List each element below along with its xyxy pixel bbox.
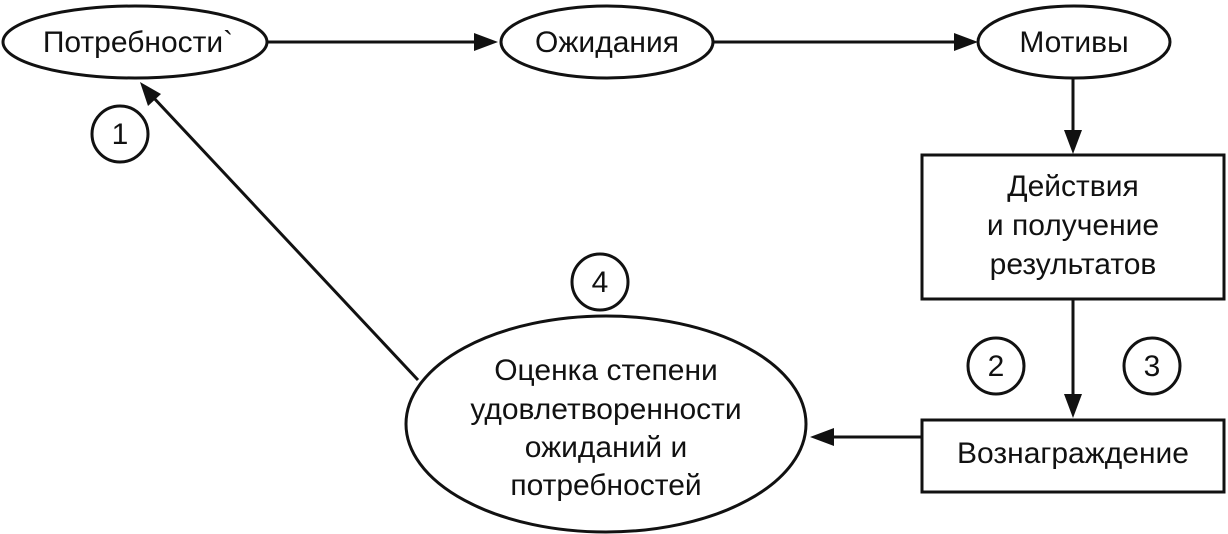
node-actions-shape [920, 153, 1226, 301]
node-evaluation-line-2: удовлетворенности [470, 393, 741, 426]
step-marker-3-label: 3 [1144, 350, 1161, 383]
node-needs-label: Потребности` [43, 26, 233, 59]
arrowhead-motives [954, 33, 978, 51]
step-marker-1-label: 1 [112, 118, 129, 151]
step-marker-2: 2 [966, 336, 1026, 396]
arrowhead-needs [140, 82, 161, 106]
node-evaluation-line-4: потребностей [510, 469, 701, 502]
node-evaluation: Оценка степени удовлетворенности ожидани… [404, 314, 808, 534]
node-expectations: Ожидания [499, 4, 715, 80]
node-actions: Действия и получение результатов [920, 153, 1226, 301]
step-marker-1-circle [90, 104, 150, 164]
node-motives: Мотивы [976, 4, 1172, 80]
node-needs-shape [1, 4, 269, 80]
step-marker-3-circle [1122, 336, 1182, 396]
arrowhead-evaluation [810, 428, 834, 446]
node-motives-label: Мотивы [1019, 26, 1128, 59]
arrowhead-actions [1064, 130, 1082, 154]
node-actions-line-1: Действия [1007, 170, 1138, 203]
node-motives-shape [976, 4, 1172, 80]
step-marker-4-label: 4 [592, 266, 609, 299]
node-expectations-shape [499, 4, 715, 80]
arrowhead-expectations [474, 33, 498, 51]
step-marker-2-label: 2 [988, 350, 1005, 383]
edge-evaluation-to-needs [150, 94, 420, 382]
step-marker-4: 4 [570, 252, 630, 312]
node-expectations-label: Ожидания [535, 26, 679, 59]
node-reward-label: Вознаграждение [957, 437, 1189, 470]
node-reward: Вознаграждение [920, 418, 1226, 494]
step-marker-1: 1 [90, 104, 150, 164]
node-evaluation-line-3: ожиданий и [525, 431, 688, 464]
node-needs: Потребности` [1, 4, 269, 80]
arrowhead-reward [1064, 394, 1082, 418]
node-reward-shape [920, 418, 1226, 494]
node-actions-line-2: и получение [987, 209, 1159, 242]
step-marker-2-circle [966, 336, 1026, 396]
step-marker-3: 3 [1122, 336, 1182, 396]
step-marker-4-circle [570, 252, 630, 312]
node-evaluation-shape [404, 314, 808, 534]
node-actions-line-3: результатов [990, 248, 1157, 281]
node-evaluation-line-1: Оценка степени [494, 354, 718, 387]
